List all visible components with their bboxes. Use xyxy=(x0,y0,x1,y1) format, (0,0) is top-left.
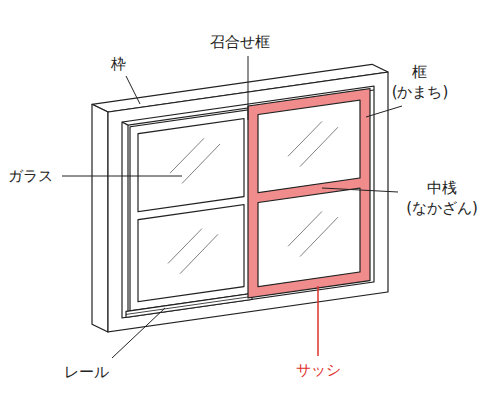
sash-label: サッシ xyxy=(296,360,341,380)
glass-pane xyxy=(258,188,360,287)
muntin-label: 中桟 (なかざん) xyxy=(406,178,478,218)
opening-depth xyxy=(122,121,128,126)
rail-label: レール xyxy=(64,362,109,382)
leader-line xyxy=(62,176,182,177)
leader-line xyxy=(366,106,402,117)
glass-label: ガラス xyxy=(8,166,53,186)
frame-label: 枠 xyxy=(111,54,126,74)
leader-line xyxy=(317,286,319,356)
leader-line xyxy=(126,76,140,104)
leader-lines xyxy=(62,56,402,358)
frame-side-face xyxy=(92,102,108,334)
sash xyxy=(248,89,370,298)
glass-pane xyxy=(258,100,360,193)
stile-label: 框 (かまち) xyxy=(392,62,449,102)
leader-line xyxy=(248,56,249,120)
glass-pane xyxy=(138,205,244,302)
opening-depth xyxy=(127,125,128,317)
meeting-stile-label: 召合せ框 xyxy=(210,32,270,52)
rail xyxy=(126,293,252,317)
window-drawing xyxy=(92,62,388,334)
glass-reflections xyxy=(168,119,338,275)
leader-line xyxy=(112,308,165,358)
leader-line xyxy=(322,188,398,192)
glass-pane xyxy=(138,119,244,212)
rail-groove xyxy=(126,296,252,314)
frame-opening xyxy=(122,86,374,318)
left-sash xyxy=(130,109,252,310)
